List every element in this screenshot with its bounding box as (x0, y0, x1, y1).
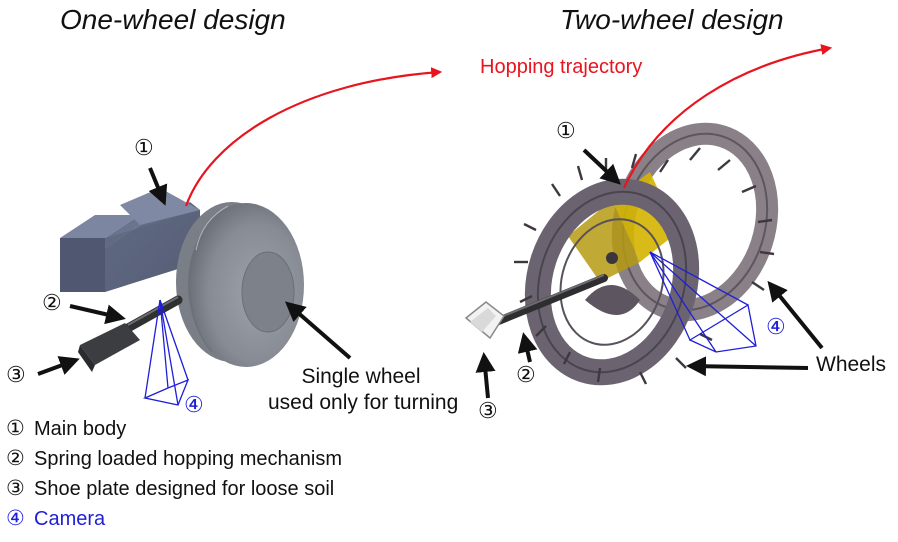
marker-main-body-left: ① (134, 135, 154, 160)
one-wheel-heading: One-wheel design (60, 4, 286, 35)
legend-marker: ④ (6, 507, 25, 530)
trajectory-arrow-left (184, 67, 443, 207)
front-wheel (524, 178, 700, 386)
legend-item-camera: ④ Camera (6, 504, 342, 534)
two-wheel-robot (464, 44, 833, 399)
legend-marker: ② (6, 447, 25, 470)
main-body-block (60, 188, 200, 292)
shoe-plate (78, 323, 140, 372)
camera-fov-right (649, 251, 757, 353)
one-wheel-robot (37, 67, 443, 406)
legend-marker: ③ (6, 477, 25, 500)
marker-camera-left: ④ (184, 392, 204, 417)
marker-shoe-left: ③ (6, 362, 26, 387)
marker-spring-right: ② (516, 362, 536, 387)
marker-shoe-right: ③ (478, 398, 498, 423)
legend-text: Camera (34, 508, 106, 530)
wheel-spikes (514, 147, 775, 385)
single-wheel-callout: Single wheel used only for turning (268, 364, 459, 416)
legend-marker: ① (6, 417, 25, 440)
legend-text: Spring loaded hopping mechanism (34, 448, 342, 470)
legend-item-spring: ② Spring loaded hopping mechanism (6, 444, 342, 474)
spring-rod (123, 295, 183, 333)
marker-main-body-right: ① (556, 118, 576, 143)
pointer-arrows-left (37, 167, 352, 376)
legend: ① Main body ② Spring loaded hopping mechan… (6, 414, 342, 534)
legend-text: Main body (34, 418, 127, 440)
single-wheel-line1: Single wheel (301, 365, 421, 388)
legend-text: Shoe plate designed for loose soil (34, 478, 335, 500)
hopping-trajectory-label: Hopping trajectory (480, 56, 643, 78)
camera-fov-left (142, 299, 190, 406)
pointer-arrows-right (475, 148, 824, 399)
single-wheel (176, 202, 304, 367)
shoe-plate-right (464, 301, 505, 340)
wheels-callout: Wheels (816, 353, 887, 376)
single-wheel-line2: used only for turning (268, 391, 459, 414)
marker-spring-left: ② (42, 290, 62, 315)
legend-item-shoe: ③ Shoe plate designed for loose soil (6, 474, 342, 504)
spring-rod-right (492, 274, 608, 326)
marker-camera-right: ④ (766, 314, 786, 339)
legend-item-main-body: ① Main body (6, 414, 342, 444)
trajectory-arrow-right (623, 44, 833, 189)
two-wheel-heading: Two-wheel design (560, 4, 784, 35)
